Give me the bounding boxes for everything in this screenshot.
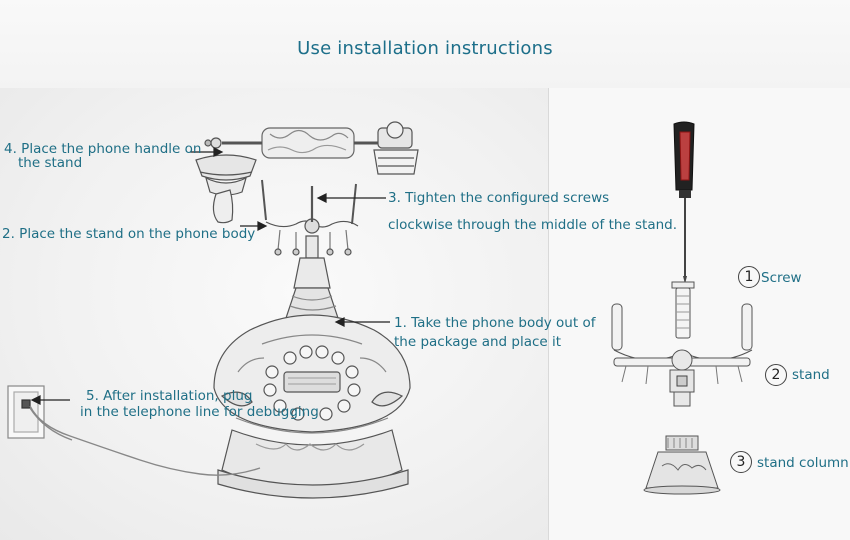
part-label-screw: Screw (761, 270, 802, 286)
step-3-line-2: clockwise through the middle of the stan… (388, 218, 677, 233)
step-1-line-1: 1. Take the phone body out of (394, 316, 595, 331)
step-2-label: 2. Place the stand on the phone body (2, 227, 255, 242)
stand-column-part (644, 436, 720, 494)
step-3-line-1: 3. Tighten the configured screws (388, 191, 609, 206)
phone-handset (196, 122, 418, 195)
part-label-stand-column: stand column (757, 455, 849, 471)
telephone-drawing (8, 122, 418, 498)
screwdriver-icon (674, 122, 694, 284)
step-1-line-2: the package and place it (394, 335, 561, 350)
part-number-3: 3 (730, 451, 752, 473)
lcd-display (284, 372, 340, 392)
part-number-2: 2 (765, 364, 787, 386)
step-5-line-1: 5. After installation, plug (86, 389, 252, 404)
step-5-line-2: in the telephone line for debugging (80, 405, 319, 420)
part-number-1: 1 (738, 266, 760, 288)
screw-part (672, 282, 694, 338)
part-label-stand: stand (792, 367, 830, 383)
step-4-line-2: the stand (18, 156, 82, 171)
